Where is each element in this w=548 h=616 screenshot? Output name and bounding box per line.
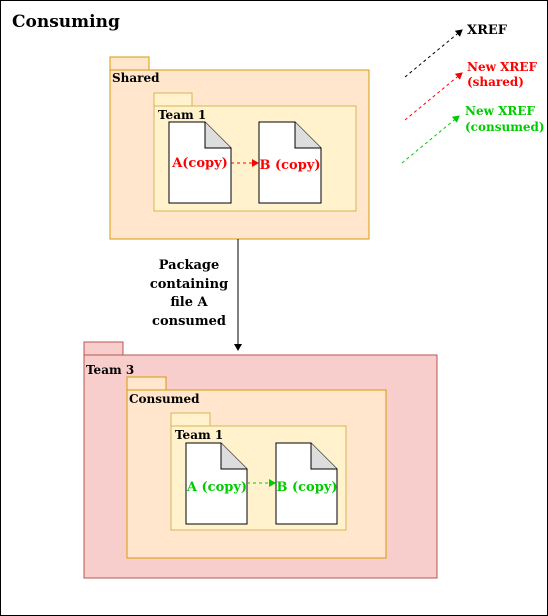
- xref-legend-arrow: [404, 29, 463, 78]
- consumed-team1-label: Team 1: [175, 428, 223, 442]
- shared-file-b-label: B (copy): [259, 158, 320, 173]
- consumed-team1-folder: Team 1 A (copy) B (copy): [170, 412, 347, 531]
- team3-package-label: Team 3: [86, 363, 134, 377]
- new-xref-consumed-legend-arrow: [401, 115, 460, 164]
- transfer-label-line-2: containing: [150, 277, 228, 292]
- team3-package-tab: [83, 341, 124, 356]
- diagram-title: Consuming: [12, 12, 120, 32]
- consumed-file-b-fold: [310, 443, 337, 470]
- new-xref-consumed-legend-sublabel: (consumed): [465, 120, 545, 134]
- consumed-folder: Consumed Team 1 A (copy) B (copy): [126, 376, 387, 559]
- shared-package-tab: [109, 56, 150, 71]
- shared-team1-folder: Team 1 A(copy) B (copy): [153, 92, 357, 212]
- shared-package: Shared Team 1 A(copy) B (copy): [109, 56, 370, 240]
- shared-file-a-fold: [204, 122, 231, 149]
- xref-legend-label: XREF: [467, 23, 508, 38]
- transfer-label-line-4: consumed: [152, 314, 226, 329]
- new-xref-shared-legend-sublabel: (shared): [467, 75, 524, 89]
- consumed-folder-label: Consumed: [129, 392, 200, 406]
- legend: XREF New XREF (shared) New XREF (consume…: [401, 23, 545, 164]
- consumed-file-a-fold: [220, 443, 247, 470]
- consumed-file-a-label: A (copy): [186, 480, 247, 495]
- shared-file-a-label: A(copy): [171, 156, 228, 171]
- shared-file-b-fold: [294, 122, 321, 149]
- consumed-file-b-label: B (copy): [276, 480, 337, 495]
- new-xref-shared-legend-label: New XREF: [467, 60, 538, 74]
- shared-package-label: Shared: [112, 71, 160, 85]
- shared-team1-label: Team 1: [158, 108, 206, 122]
- consumed-team1-tab: [170, 412, 211, 427]
- shared-team1-tab: [153, 92, 193, 107]
- transfer-label: Package containing file A consumed: [150, 258, 228, 329]
- transfer-label-line-1: Package: [159, 258, 220, 273]
- transfer-label-line-3: file A: [170, 295, 208, 310]
- new-xref-consumed-legend-label: New XREF: [465, 104, 536, 118]
- new-xref-shared-legend-arrow: [404, 72, 463, 121]
- consumed-folder-tab: [126, 376, 167, 391]
- team3-package: Team 3 Consumed Team 1 A (copy) B (copy): [83, 341, 438, 579]
